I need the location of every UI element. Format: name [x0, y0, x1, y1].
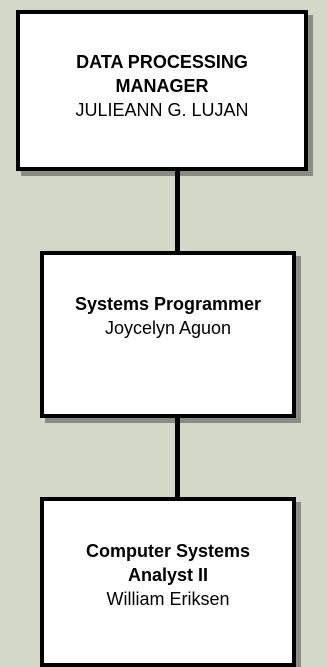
org-node-systems-programmer: Systems Programmer Joycelyn Aguon — [40, 251, 296, 418]
org-node-computer-systems-analyst: Computer Systems Analyst II William Erik… — [40, 497, 296, 667]
org-node-data-processing-manager: DATA PROCESSING MANAGER JULIEANN G. LUJA… — [16, 10, 308, 171]
connector-line-manager-programmer — [175, 171, 180, 251]
org-node-name: JULIEANN G. LUJAN — [75, 100, 249, 120]
org-node-name: William Eriksen — [106, 589, 230, 609]
org-node-name: Joycelyn Aguon — [104, 318, 232, 338]
org-node-content: DATA PROCESSING MANAGER JULIEANN G. LUJA… — [20, 50, 304, 122]
org-node-title: Computer Systems Analyst II — [85, 541, 251, 585]
org-node-title: Systems Programmer — [74, 294, 262, 314]
org-node-content: Systems Programmer Joycelyn Aguon — [44, 292, 292, 340]
connector-line-programmer-analyst — [175, 418, 180, 497]
org-node-title: DATA PROCESSING MANAGER — [76, 52, 248, 96]
org-node-content: Computer Systems Analyst II William Erik… — [44, 539, 292, 611]
